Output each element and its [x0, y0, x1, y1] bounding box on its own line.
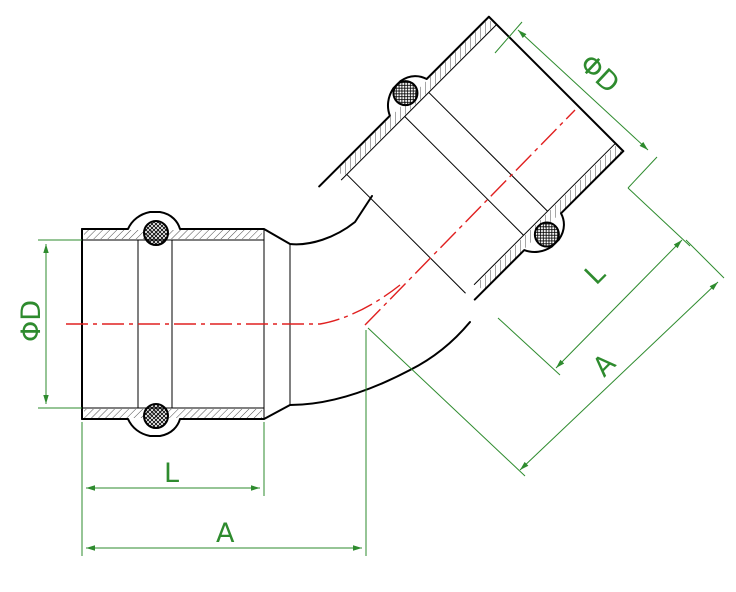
dim-l-r-ext-a: [627, 187, 691, 247]
dim-a-r-ext-b: [367, 327, 526, 477]
right-wall-hatch-b: [476, 145, 622, 291]
left-socket: [81, 195, 471, 437]
dimensions: [38, 21, 725, 556]
label-l-bottom: L: [164, 458, 179, 489]
label-l-right: L: [579, 258, 612, 291]
dim-od-right-line: [517, 29, 649, 151]
right-oring-b: [533, 221, 560, 248]
label-od-left: ΦD: [16, 300, 47, 342]
right-socket: [318, 15, 625, 301]
label-a-bottom: A: [216, 518, 235, 549]
left-oring-bottom: [143, 403, 169, 429]
label-od-right: ΦD: [573, 48, 625, 99]
left-socket-outer-bottom: [81, 321, 471, 437]
right-socket-step: [346, 174, 466, 294]
dim-od-r-ext-b: [627, 156, 658, 189]
centerline-horizontal: [66, 284, 401, 325]
dimension-labels: ΦD L A ΦD L A: [16, 48, 625, 549]
centerlines: [66, 109, 576, 326]
right-groove-lines: [404, 92, 548, 236]
dim-a-r-ext-a: [685, 239, 725, 279]
dim-l-r-ext-b: [497, 317, 561, 376]
left-oring-top: [143, 220, 169, 246]
centerline-angled: [364, 109, 576, 326]
dim-l-right-line: [555, 239, 683, 369]
left-wall-hatch-bottom: [84, 409, 262, 418]
left-socket-outer-top: [81, 195, 373, 246]
right-oring-a: [392, 80, 419, 107]
left-wall-hatch-top: [84, 230, 262, 239]
dim-od-r-ext-a: [494, 21, 523, 54]
dim-a-right-line: [519, 281, 719, 471]
right-socket-inner: [340, 24, 616, 286]
